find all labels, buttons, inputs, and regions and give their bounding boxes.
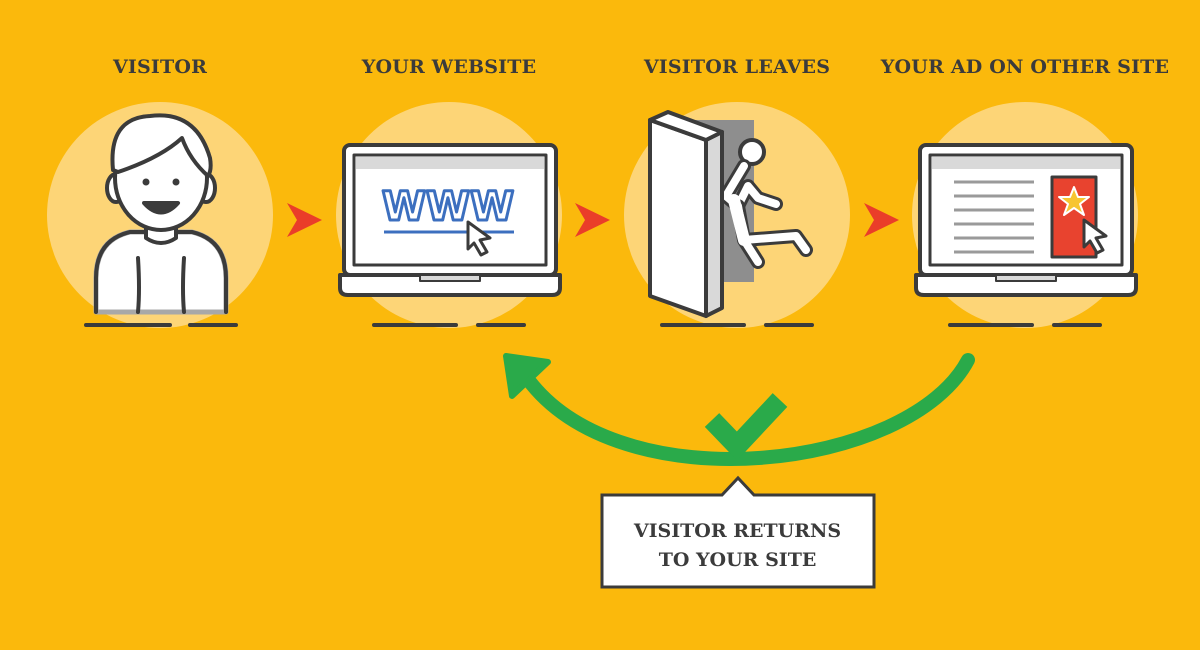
callout-text: VISITOR RETURNS TO YOUR SITE bbox=[602, 517, 873, 575]
laptop-ad-icon bbox=[914, 143, 1138, 297]
callout-box bbox=[600, 475, 876, 589]
www-text: WWW bbox=[382, 184, 514, 230]
flow-arrow-3 bbox=[864, 203, 899, 237]
laptop-www-icon: WWW bbox=[338, 143, 562, 297]
step-title-ad-on-other-site: YOUR AD ON OTHER SITE bbox=[880, 56, 1170, 78]
flow-arrow-1 bbox=[287, 203, 322, 237]
callout-line-2: TO YOUR SITE bbox=[658, 549, 817, 571]
exit-door-icon bbox=[648, 110, 813, 318]
step-visitor-leaves bbox=[624, 102, 850, 328]
step-title-your-website: YOUR WEBSITE bbox=[361, 56, 537, 78]
step-website: WWW bbox=[336, 102, 562, 328]
step-title-visitor-leaves: VISITOR LEAVES bbox=[643, 56, 831, 78]
return-arrow bbox=[503, 353, 975, 466]
ad-cursor-icon bbox=[1082, 218, 1108, 255]
star-icon bbox=[1058, 186, 1090, 216]
callout-line-1: VISITOR RETURNS bbox=[633, 520, 842, 542]
cursor-icon bbox=[466, 220, 492, 257]
step-title-visitor: VISITOR bbox=[112, 56, 208, 78]
step-ad-on-other-site bbox=[912, 102, 1138, 328]
step-visitor bbox=[47, 102, 273, 328]
person-icon bbox=[93, 113, 229, 315]
return-arrowhead bbox=[503, 353, 551, 399]
flow-arrow-2 bbox=[575, 203, 610, 237]
checkmark-icon bbox=[704, 393, 788, 461]
